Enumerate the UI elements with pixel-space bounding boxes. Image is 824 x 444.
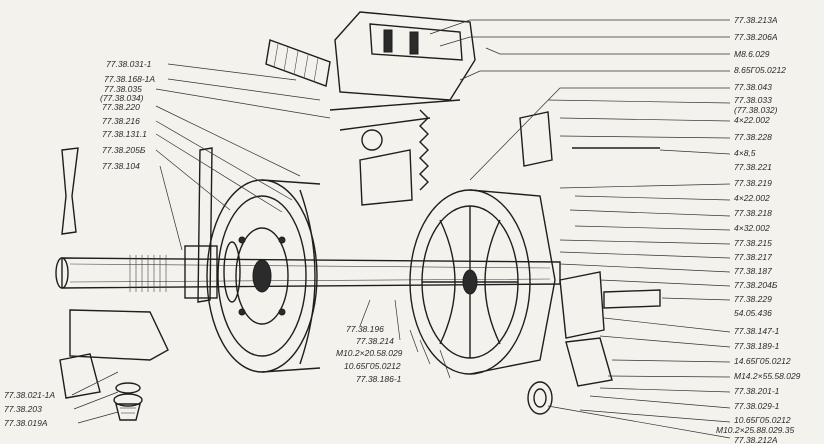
part-label: 77.38.228: [734, 132, 772, 142]
part-label: М10.2×25.88.029.35: [716, 425, 794, 435]
rubber-bellows: [265, 39, 331, 87]
parts-artwork: [55, 11, 661, 421]
part-label: 77.38.219: [734, 178, 772, 188]
part-label: 77.38.019А: [4, 418, 48, 428]
part-label: 77.38.168-1А: [104, 74, 155, 84]
part-label: 77.38.033: [734, 95, 772, 105]
part-label: 77.38.216: [102, 116, 140, 126]
part-label: 77.38.213А: [734, 15, 778, 25]
part-label: 8.65Г05.0212: [734, 65, 786, 75]
part-label: 77.38.021-1А: [4, 390, 55, 400]
part-label: 77.38.203: [4, 404, 42, 414]
part-label: М14.2×55.58.029: [734, 371, 801, 381]
part-label: М10.2×20.58.029: [336, 348, 403, 358]
part-label: 77.38.035: [104, 84, 142, 94]
part-label: (77.38.034): [100, 93, 144, 103]
part-label: 77.38.131.1: [102, 129, 147, 139]
part-label: 4×22.002: [734, 193, 770, 203]
part-label: 4×8,5: [734, 148, 756, 158]
part-label: 10.65Г05.0212: [344, 361, 401, 371]
part-label: 77.38.029-1: [734, 401, 780, 411]
part-label: 77.38.147-1: [734, 326, 780, 336]
part-label: 77.38.217: [734, 252, 772, 262]
part-label: 77.38.221: [734, 162, 772, 172]
part-label: 77.38.214: [356, 336, 394, 346]
part-label: 4×32.002: [734, 223, 770, 233]
part-label: 77.38.187: [734, 266, 772, 276]
part-label: 77.38.043: [734, 82, 772, 92]
part-label: 77.38.206А: [734, 32, 778, 42]
part-label: 77.38.031-1: [106, 59, 152, 69]
part-label: 77.38.189-1: [734, 341, 780, 351]
main-shaft: [55, 241, 561, 303]
part-label: 77.38.204Б: [734, 280, 778, 290]
part-label: 77.38.212А: [734, 435, 778, 444]
right-brake-drum: [409, 189, 556, 375]
part-label: 77.38.218: [734, 208, 772, 218]
left-part-labels: 77.38.031-1 77.38.168-1А 77.38.035 (77.3…: [100, 59, 155, 171]
right-hardware: [519, 111, 661, 415]
part-label: 77.38.229: [734, 294, 772, 304]
part-label: 77.38.201-1: [734, 386, 780, 396]
part-label: 54.05.436: [734, 308, 772, 318]
right-part-labels: 77.38.213А 77.38.206А М8.6.029 8.65Г05.0…: [716, 15, 801, 444]
part-label: 77.38.104: [102, 161, 140, 171]
part-label: 77.38.215: [734, 238, 772, 248]
bottom-center-part-labels: 77.38.196 77.38.214 М10.2×20.58.029 10.6…: [336, 324, 403, 384]
part-label: М8.6.029: [734, 49, 770, 59]
bushing-stack: [113, 382, 143, 421]
part-label: 77.38.196: [346, 324, 384, 334]
part-label: 77.38.186-1: [356, 374, 402, 384]
part-label: 77.38.205Б: [102, 145, 146, 155]
left-bracket: [59, 147, 213, 399]
part-label: 4×22.002: [734, 115, 770, 125]
leader-lines: [71, 19, 731, 439]
part-label: (77.38.032): [734, 105, 778, 115]
part-label: 77.38.220: [102, 102, 140, 112]
left-brake-drum: [206, 179, 321, 373]
bottom-left-part-labels: 77.38.021-1А 77.38.203 77.38.019А: [4, 390, 55, 428]
part-label: 10.65Г05.0212: [734, 415, 791, 425]
actuator-housing: [334, 11, 476, 101]
shaft-splines: [129, 255, 167, 292]
linkage-and-spring: [329, 99, 461, 206]
part-label: 14.65Г05.0212: [734, 356, 791, 366]
